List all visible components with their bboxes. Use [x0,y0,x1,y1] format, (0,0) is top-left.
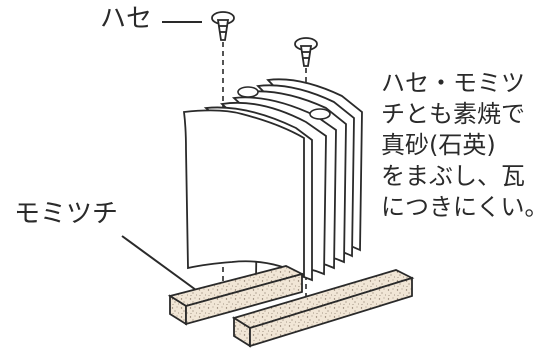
clay-bar-right [231,269,415,348]
clay-bar-left [167,265,305,326]
note-line: チとも素焼で [381,100,525,128]
note-line: ハセ・モミツ [381,69,525,97]
note-line: をまぶし、瓦 [381,162,525,190]
peg-left [211,11,235,41]
momitsuchi-leader-line [121,235,197,291]
peg-heads-on-tiles [237,86,331,120]
note-line: 真砂(石英) [381,131,496,159]
tile-stack [182,78,363,282]
peg-right [294,37,318,67]
momitsuchi-label: モミツチ [14,199,119,229]
hase-label: ハセ [100,4,153,34]
note-line: につきにくい。 [381,193,541,221]
material-note: ハセ・モミツ チとも素焼で 真砂(石英) をまぶし、瓦 につきにくい。 [381,68,541,223]
